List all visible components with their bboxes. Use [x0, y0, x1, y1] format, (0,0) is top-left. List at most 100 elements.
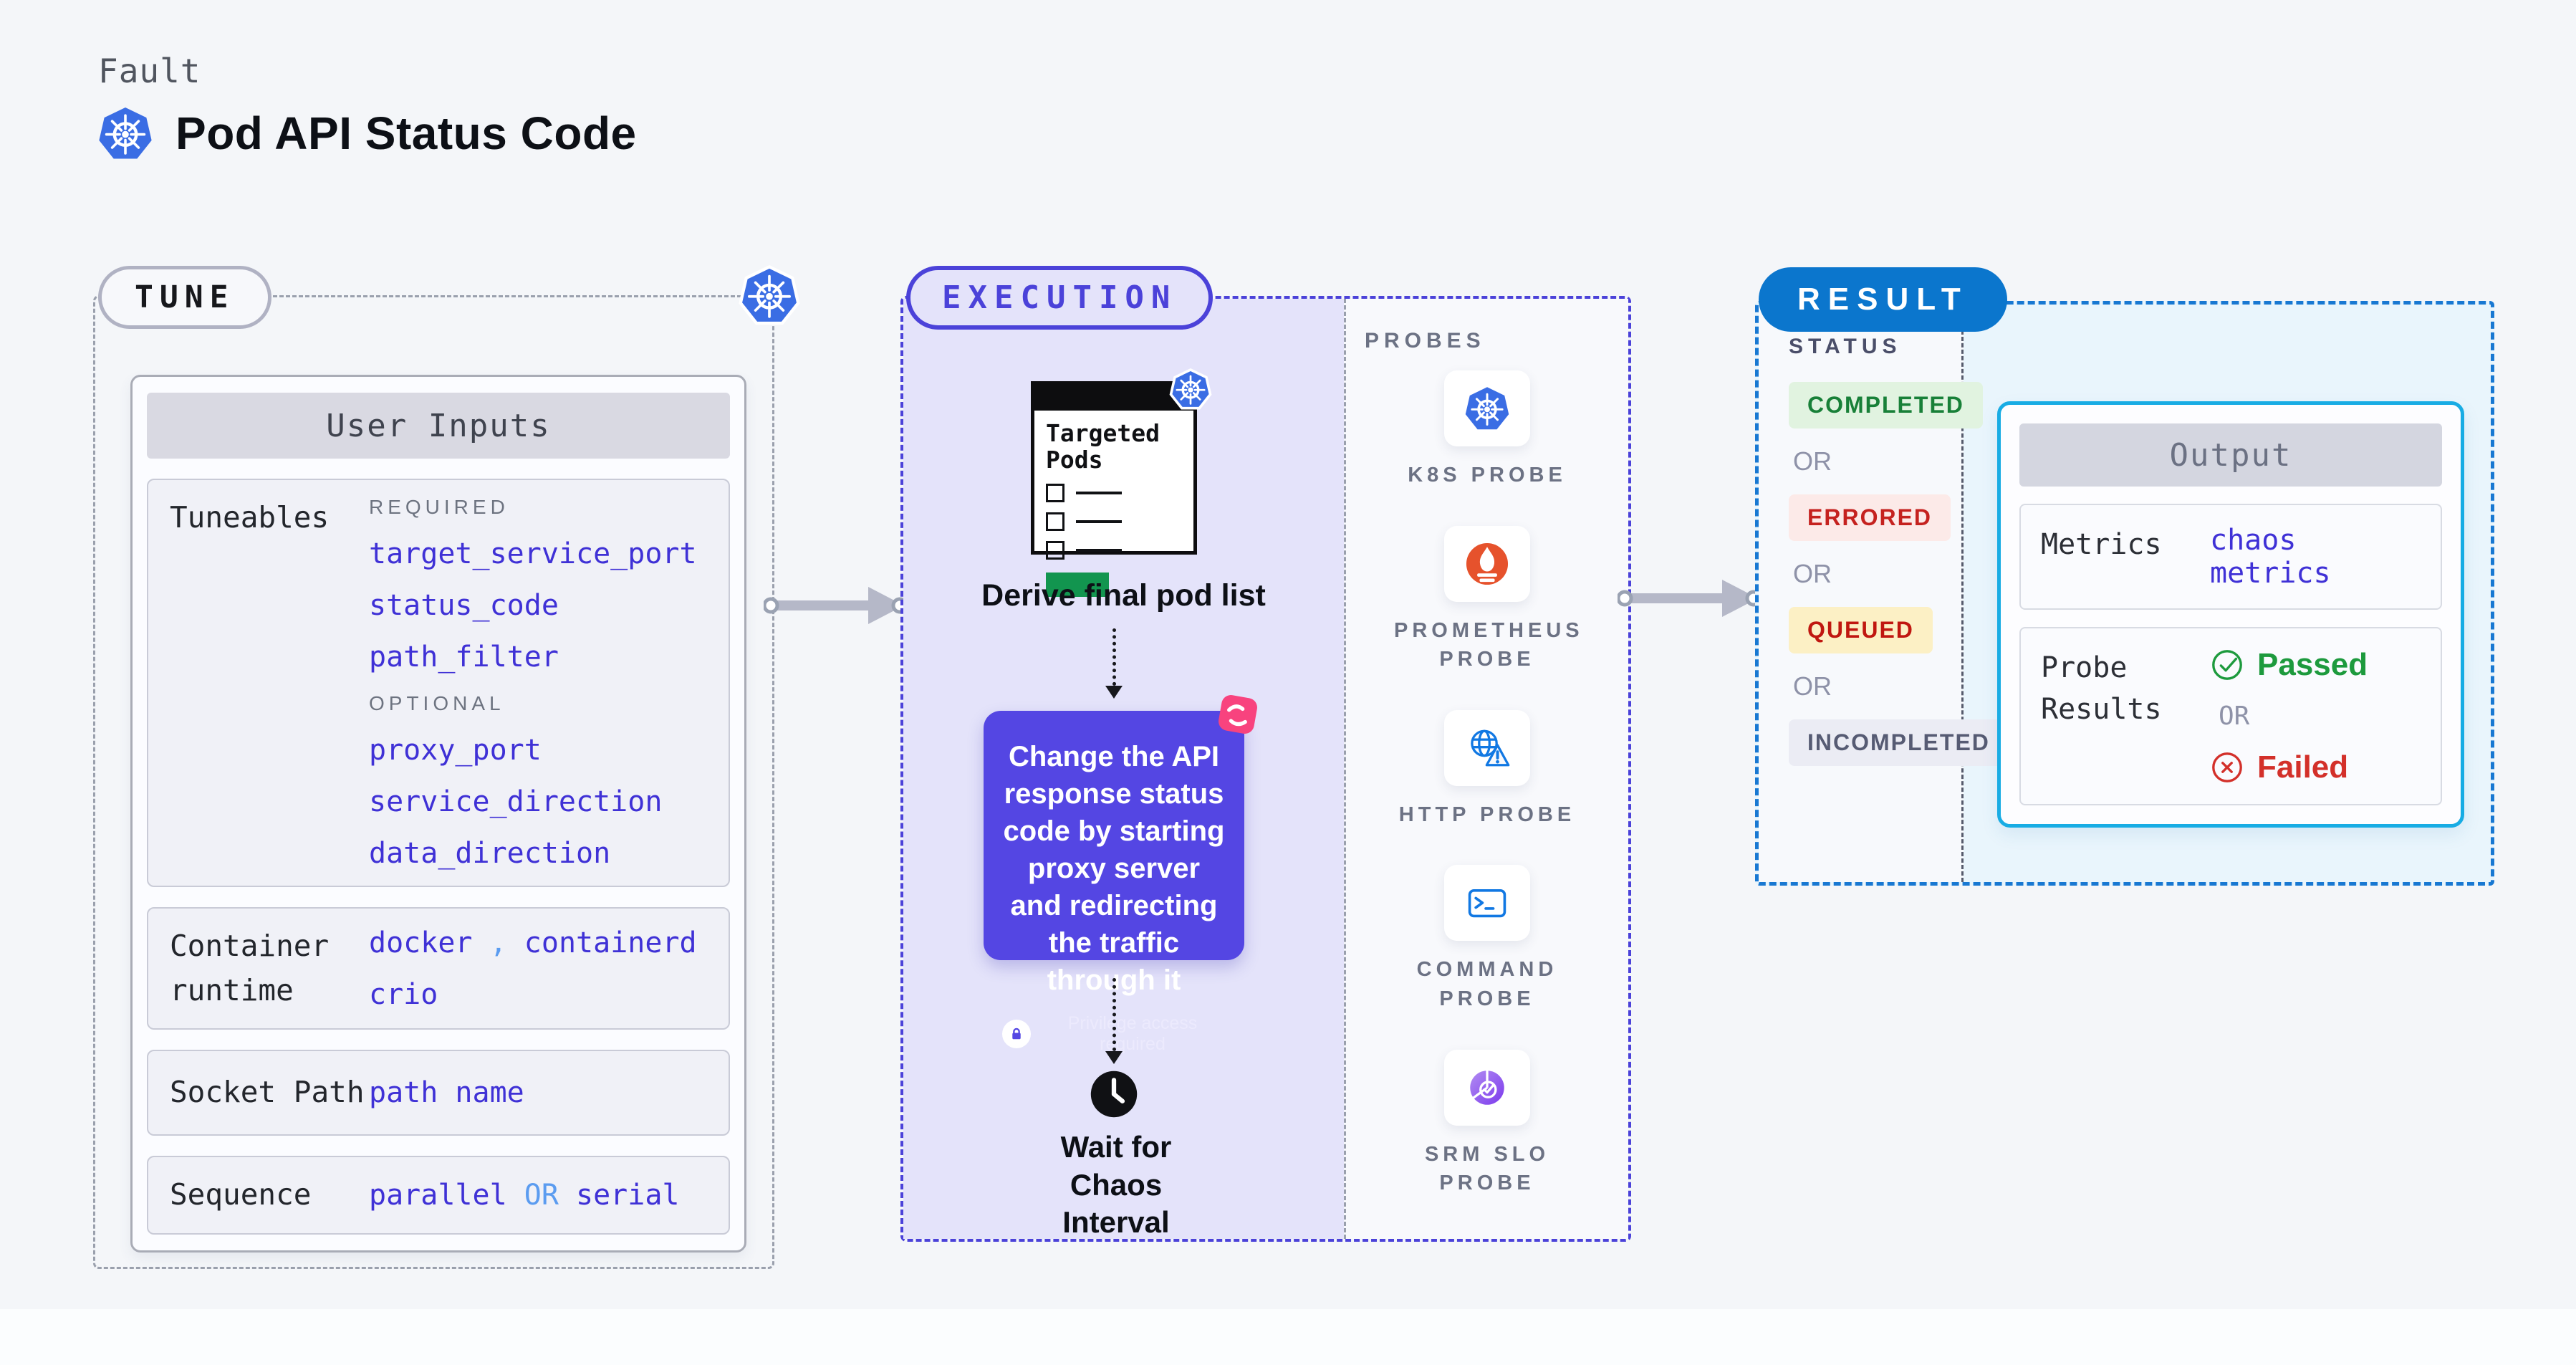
probe-results-label: Probe Results: [2041, 651, 2162, 726]
user-inputs-title: User Inputs: [147, 393, 730, 459]
tune-badge: TUNE: [98, 266, 271, 329]
probe-k8s: K8S PROBE: [1408, 370, 1567, 490]
status-badge-queued: QUEUED: [1789, 607, 1933, 653]
pod-list-item: [1046, 540, 1182, 560]
chaos-sticker-icon: [1211, 687, 1265, 742]
status-badge-errored: ERRORED: [1789, 494, 1951, 541]
slo-pie-check-icon: [1444, 1049, 1530, 1126]
user-inputs-rows: Tuneables REQUIRED target_service_port s…: [147, 479, 730, 1235]
kubernetes-icon: [97, 105, 154, 162]
socket-path-label: Socket Path: [170, 1075, 365, 1110]
probe-label: K8S PROBE: [1408, 464, 1567, 487]
failed-line: Failed: [2210, 749, 2368, 785]
probes-title: PROBES: [1365, 329, 1486, 353]
probe-prometheus: PROMETHEUS PROBE: [1394, 525, 1584, 674]
targeted-pods-figure: Targeted Pods: [1031, 368, 1212, 597]
kubernetes-icon: [738, 264, 801, 327]
execution-badge: EXECUTION: [906, 266, 1213, 330]
kubernetes-icon: [1169, 368, 1212, 411]
container-runtime-row: Container runtime docker , containerd cr…: [147, 907, 730, 1030]
k8s-icon: [1443, 370, 1530, 446]
probe-results-row: Probe Results Passed OR Failed: [2019, 627, 2442, 805]
checkbox-icon: [1046, 540, 1064, 560]
probes-panel: PROBES K8S PROBE PROMETHEUS PROBE: [1344, 299, 1628, 1239]
sequence-parallel: parallel: [369, 1178, 507, 1212]
targeted-pods-title: Targeted Pods: [1046, 419, 1160, 474]
fault-action-text: Change the API response status code by s…: [1003, 741, 1225, 996]
checkbox-icon: [1046, 512, 1064, 531]
checkbox-icon: [1046, 483, 1064, 502]
fault-action-card: Change the API response status code by s…: [984, 695, 1257, 1054]
tuneables-row: Tuneables REQUIRED target_service_port s…: [147, 479, 730, 887]
runtime-docker: docker: [369, 926, 473, 959]
arrow-tune-to-execution: [764, 587, 907, 624]
or-label: OR: [1793, 559, 1832, 588]
runtime-crio: crio: [369, 977, 438, 1011]
clock-icon: [1089, 1069, 1139, 1119]
pod-line: [1076, 491, 1122, 494]
wait-chaos-interval-label: Wait for Chaos Interval: [1060, 1130, 1172, 1239]
probe-label: PROMETHEUS PROBE: [1394, 618, 1584, 671]
probe-label: COMMAND PROBE: [1416, 958, 1558, 1010]
execution-area: Targeted Pods Derive final pod list Chan…: [903, 299, 1344, 1239]
container-runtime-label: Container runtime: [170, 929, 330, 1007]
status-title: STATUS: [1789, 335, 1902, 358]
probe-results-values: Passed OR Failed: [2210, 647, 2368, 785]
probe-label: SRM SLO PROBE: [1424, 1142, 1550, 1195]
param-target-service-port: target_service_port: [369, 537, 697, 570]
probe-label: HTTP PROBE: [1398, 803, 1576, 826]
output-card: Output Metrics chaos metrics Probe Resul…: [1997, 401, 2464, 828]
or-label: OR: [1793, 446, 1832, 476]
bottom-strip: [0, 1309, 2576, 1365]
page-title: Pod API Status Code: [176, 107, 637, 159]
probes-list: K8S PROBE PROMETHEUS PROBE HTTP PROBE: [1346, 370, 1628, 1198]
pod-line: [1076, 519, 1122, 523]
failed-label: Failed: [2257, 749, 2349, 785]
check-circle-icon: [2212, 650, 2242, 680]
status-badge-incompleted: INCOMPLETED: [1789, 719, 2009, 766]
result-badge: RESULT: [1759, 267, 2007, 332]
x-circle-icon: [2212, 752, 2242, 782]
result-panel: STATUS COMPLETED OR ERRORED OR QUEUED OR…: [1755, 301, 2494, 886]
tuneables-params: REQUIRED target_service_port status_code…: [369, 496, 697, 870]
green-progress-bar: [1046, 572, 1109, 597]
privilege-note: Privilege access required: [1067, 1013, 1198, 1054]
sequence-value: parallel OR serial: [369, 1179, 680, 1212]
param-service-direction: service_direction: [369, 785, 663, 818]
metrics-value: chaos metrics: [2210, 524, 2331, 590]
pod-line: [1076, 548, 1122, 552]
prometheus-icon: [1444, 525, 1530, 602]
probe-command: COMMAND PROBE: [1394, 865, 1580, 1013]
sequence-serial: serial: [576, 1178, 680, 1212]
output-title: Output: [2019, 423, 2442, 487]
terminal-icon: [1444, 865, 1530, 942]
optional-label: OPTIONAL: [369, 692, 505, 714]
pod-list-item: [1046, 483, 1182, 502]
runtime-comma: ,: [489, 926, 507, 959]
runtime-containerd: containerd: [524, 926, 697, 959]
param-path-filter: path_filter: [369, 641, 559, 674]
param-status-code: status_code: [369, 589, 559, 622]
param-proxy-port: proxy_port: [369, 734, 542, 767]
metrics-row: Metrics chaos metrics: [2019, 504, 2442, 610]
sequence-or: OR: [524, 1178, 559, 1212]
status-badge-completed: COMPLETED: [1789, 382, 1983, 428]
fault-kicker: Fault: [98, 52, 201, 90]
status-list: COMPLETED OR ERRORED OR QUEUED OR INCOMP…: [1789, 382, 2009, 766]
sequence-row: Sequence parallel OR serial: [147, 1156, 730, 1235]
user-inputs-card: User Inputs Tuneables REQUIRED target_se…: [130, 375, 746, 1253]
page-title-row: Pod API Status Code: [97, 105, 637, 162]
execution-panel: Targeted Pods Derive final pod list Chan…: [900, 296, 1631, 1242]
http-globe-warning-icon: [1443, 709, 1530, 786]
lock-icon: [1002, 1020, 1031, 1048]
required-label: REQUIRED: [369, 496, 509, 518]
or-label: OR: [2219, 701, 2250, 731]
probe-http: HTTP PROBE: [1398, 709, 1576, 830]
or-label: OR: [1793, 671, 1832, 701]
tune-panel: [93, 295, 774, 1269]
socket-path-row: Socket Path path name: [147, 1050, 730, 1136]
targeted-pods-titlebar: [1034, 385, 1193, 411]
runtime-values-line: docker , containerd: [369, 926, 697, 959]
privilege-row: Privilege access required: [1002, 1013, 1226, 1055]
